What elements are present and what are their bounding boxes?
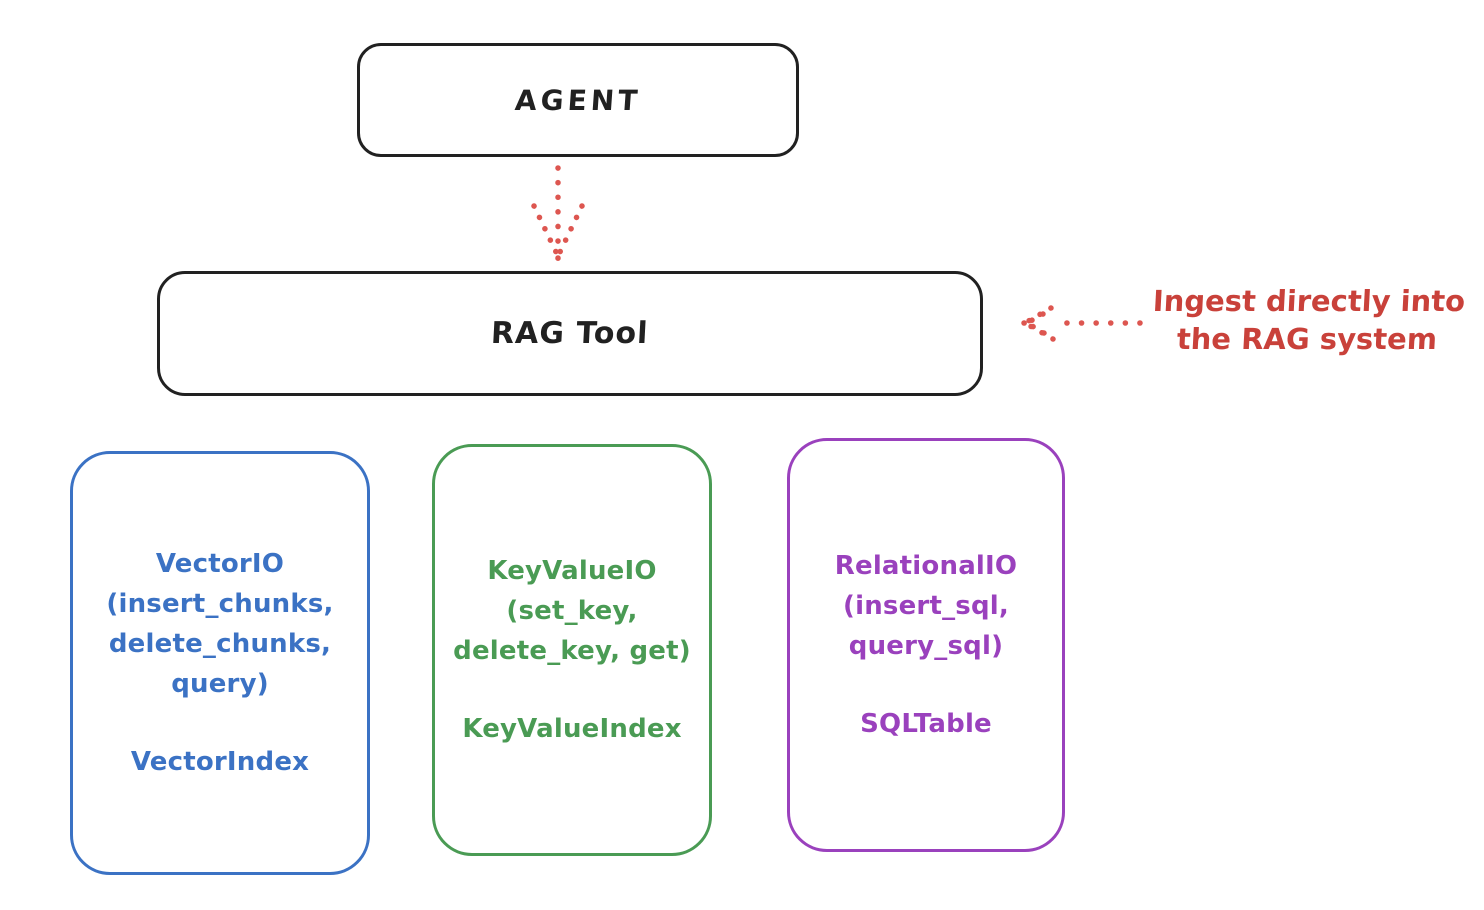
- relational-io-methods-line2: query_sql): [848, 631, 1004, 661]
- key-value-io-index-label: KeyValueIndex: [462, 714, 682, 744]
- ingest-annotation: Ingest directly into the RAG system: [1136, 282, 1480, 358]
- agent-box: AGENT: [357, 43, 799, 157]
- vector-io-methods-line1: (insert_chunks,: [106, 589, 334, 619]
- relational-io-index-label: SQLTable: [860, 709, 992, 739]
- relational-io-box: RelationalIO (insert_sql, query_sql) SQL…: [787, 438, 1065, 852]
- ingest-annotation-line2: the RAG system: [1176, 322, 1438, 356]
- agent-box-label: AGENT: [513, 83, 643, 117]
- rag-tool-box-label: RAG Tool: [490, 316, 650, 351]
- vector-io-box: VectorIO (insert_chunks, delete_chunks, …: [70, 451, 370, 875]
- ingest-annotation-line1: Ingest directly into: [1152, 284, 1466, 318]
- key-value-io-title: KeyValueIO: [487, 556, 657, 586]
- relational-io-methods-line1: (insert_sql,: [843, 591, 1009, 621]
- vector-io-methods-line3: query): [171, 669, 269, 699]
- key-value-io-methods-line1: (set_key,: [506, 596, 638, 626]
- rag-tool-box: RAG Tool: [157, 271, 983, 396]
- relational-io-title: RelationalIO: [834, 551, 1018, 581]
- agent-to-ragtool-arrow-icon: [531, 165, 585, 261]
- ingest-arrow-icon: [1021, 305, 1143, 342]
- vector-io-title: VectorIO: [155, 549, 285, 579]
- key-value-io-methods-line2: delete_key, get): [453, 636, 691, 666]
- key-value-io-box: KeyValueIO (set_key, delete_key, get) Ke…: [432, 444, 712, 856]
- vector-io-methods-line2: delete_chunks,: [108, 629, 332, 659]
- vector-io-index-label: VectorIndex: [130, 747, 310, 777]
